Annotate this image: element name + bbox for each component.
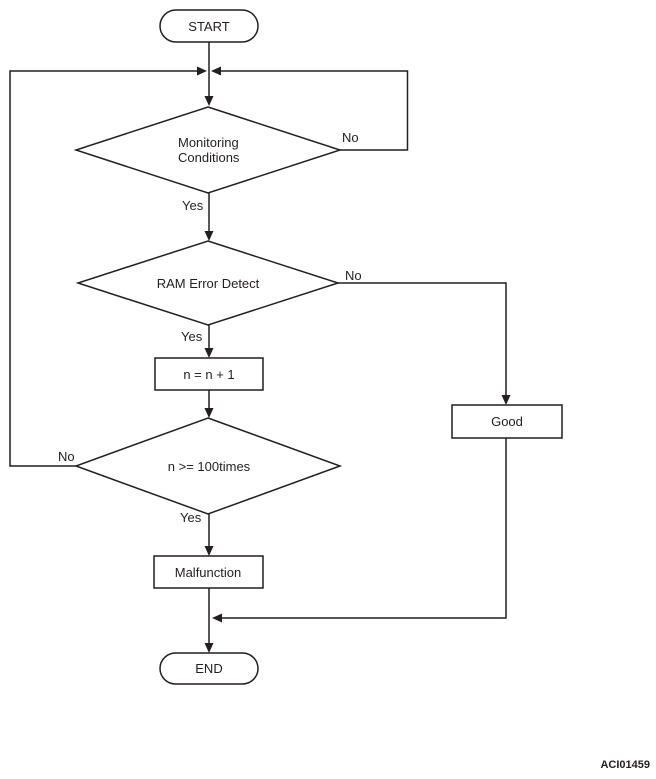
retry-no-label: No <box>58 449 75 464</box>
start-label: START <box>188 19 229 34</box>
node-increment-process: n = n + 1 <box>154 357 264 391</box>
retry-yes-label: Yes <box>180 510 202 525</box>
node-ram-error-decision: RAM Error Detect <box>75 240 341 326</box>
edge-good-to-merge <box>222 438 507 619</box>
ram-yes-label: Yes <box>181 329 203 344</box>
end-terminator-shape <box>159 652 259 685</box>
nodes: START Monitoring Conditions RAM Error De… <box>73 9 563 685</box>
retry-count-diamond-shape <box>73 417 343 515</box>
monitoring-yes-label: Yes <box>182 198 204 213</box>
good-box-shape <box>451 404 563 439</box>
arrowhead-into-retry <box>204 408 214 418</box>
branch-labels: No Yes No Yes No Yes <box>58 130 362 525</box>
malfunction-box-shape <box>153 555 264 589</box>
node-monitoring-conditions-decision: Monitoring Conditions <box>73 106 343 194</box>
edge-ram-no-to-good <box>338 282 507 395</box>
edges <box>9 42 511 653</box>
malfunction-label: Malfunction <box>175 565 241 580</box>
monitoring-diamond-shape <box>73 106 343 194</box>
arrowhead-into-end <box>204 643 214 653</box>
monitoring-label-line1: Monitoring <box>178 135 239 150</box>
start-terminator-shape <box>159 9 259 43</box>
edge-monitoring-no-loop <box>221 70 409 151</box>
node-start: START <box>159 9 259 43</box>
end-label: END <box>195 661 222 676</box>
node-retry-count-decision: n >= 100times <box>73 417 343 515</box>
edge-retry-no-loop <box>9 70 197 467</box>
arrowhead-junction-from-right <box>211 66 221 76</box>
arrowhead-into-good <box>501 395 511 405</box>
node-malfunction-process: Malfunction <box>153 555 264 589</box>
node-end: END <box>159 652 259 685</box>
arrowhead-into-increment <box>204 348 214 358</box>
node-good-process: Good <box>451 404 563 439</box>
ram-no-label: No <box>345 268 362 283</box>
arrowhead-into-monitoring <box>204 96 214 106</box>
arrowhead-into-malfunction <box>204 546 214 556</box>
arrowhead-junction-from-left <box>197 66 207 76</box>
arrowhead-merge-before-end <box>212 613 222 623</box>
ram-error-label: RAM Error Detect <box>157 276 260 291</box>
monitoring-no-label: No <box>342 130 359 145</box>
increment-label: n = n + 1 <box>183 367 234 382</box>
arrowhead-into-ram-error <box>204 231 214 241</box>
ram-error-diamond-shape <box>75 240 341 326</box>
increment-box-shape <box>154 357 264 391</box>
figure-id-label: ACI01459 <box>600 759 650 771</box>
good-label: Good <box>491 414 523 429</box>
retry-count-label: n >= 100times <box>168 459 251 474</box>
monitoring-label-line2: Conditions <box>178 150 240 165</box>
